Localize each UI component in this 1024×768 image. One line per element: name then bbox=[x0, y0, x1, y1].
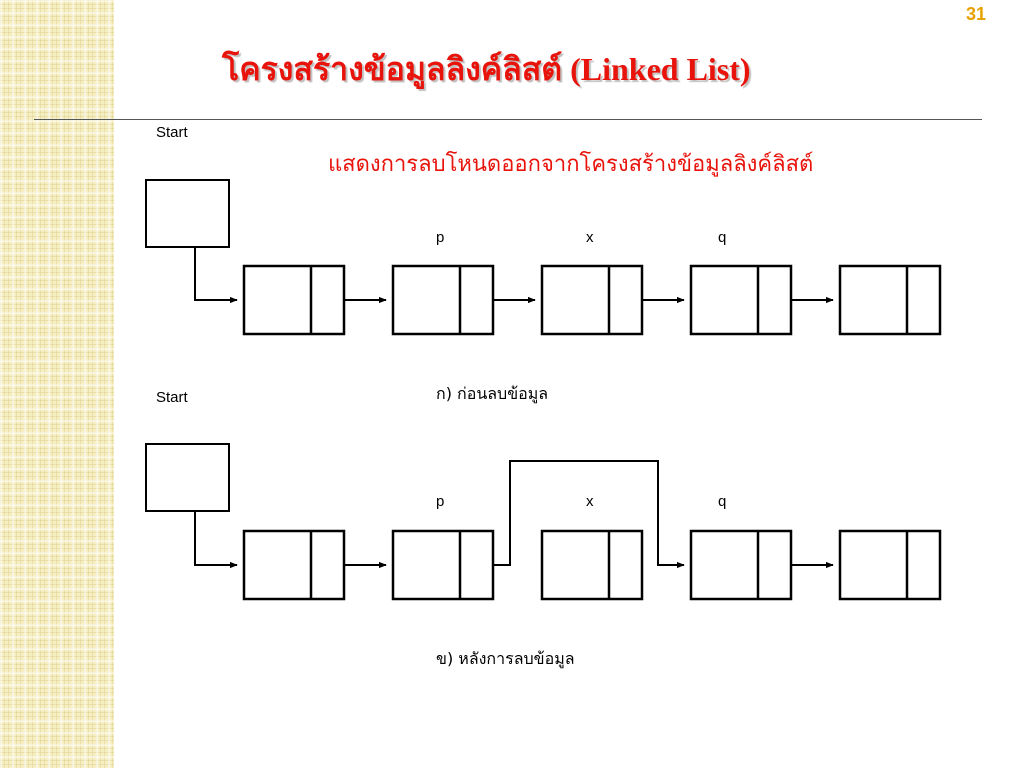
title-divider bbox=[34, 119, 982, 120]
page-number: 31 bbox=[965, 4, 986, 24]
list-node-x-removed bbox=[540, 529, 644, 601]
slide-title: โครงสร้างข้อมูลลิงค์ลิสต์ (Linked List) bbox=[222, 51, 751, 87]
list-node-q bbox=[689, 529, 793, 601]
list-node bbox=[838, 529, 942, 601]
start-pointer-box bbox=[145, 179, 230, 248]
slide-subtitle: แสดงการลบโหนดออกจากโครงสร้างข้อมูลลิงค์ล… bbox=[328, 152, 814, 177]
start-label-after: Start bbox=[156, 389, 188, 406]
pointer-x-label-after: x bbox=[586, 493, 594, 510]
list-node-p bbox=[391, 529, 495, 601]
diagram-after bbox=[145, 443, 942, 601]
list-node bbox=[242, 529, 346, 601]
pointer-q-label-after: q bbox=[718, 493, 727, 510]
list-node bbox=[242, 264, 346, 336]
pointer-x-label-before: x bbox=[586, 229, 594, 246]
list-node-x bbox=[540, 264, 644, 336]
start-link-arrow bbox=[194, 247, 238, 304]
list-node bbox=[838, 264, 942, 336]
pointer-p-label-after: p bbox=[436, 493, 445, 510]
list-node-q bbox=[689, 264, 793, 336]
list-node-p bbox=[391, 264, 495, 336]
pointer-p-label-before: p bbox=[436, 229, 445, 246]
start-link-arrow bbox=[194, 511, 238, 569]
caption-before: ก) ก่อนลบข้อมูล bbox=[436, 384, 549, 403]
start-label-before: Start bbox=[156, 124, 188, 141]
decorative-side-pattern bbox=[0, 0, 114, 768]
caption-after: ข) หลังการลบข้อมูล bbox=[436, 649, 575, 668]
pointer-q-label-before: q bbox=[718, 229, 727, 246]
diagram-before bbox=[145, 179, 942, 336]
start-pointer-box bbox=[145, 443, 230, 512]
bypass-link-arrow bbox=[493, 460, 685, 569]
